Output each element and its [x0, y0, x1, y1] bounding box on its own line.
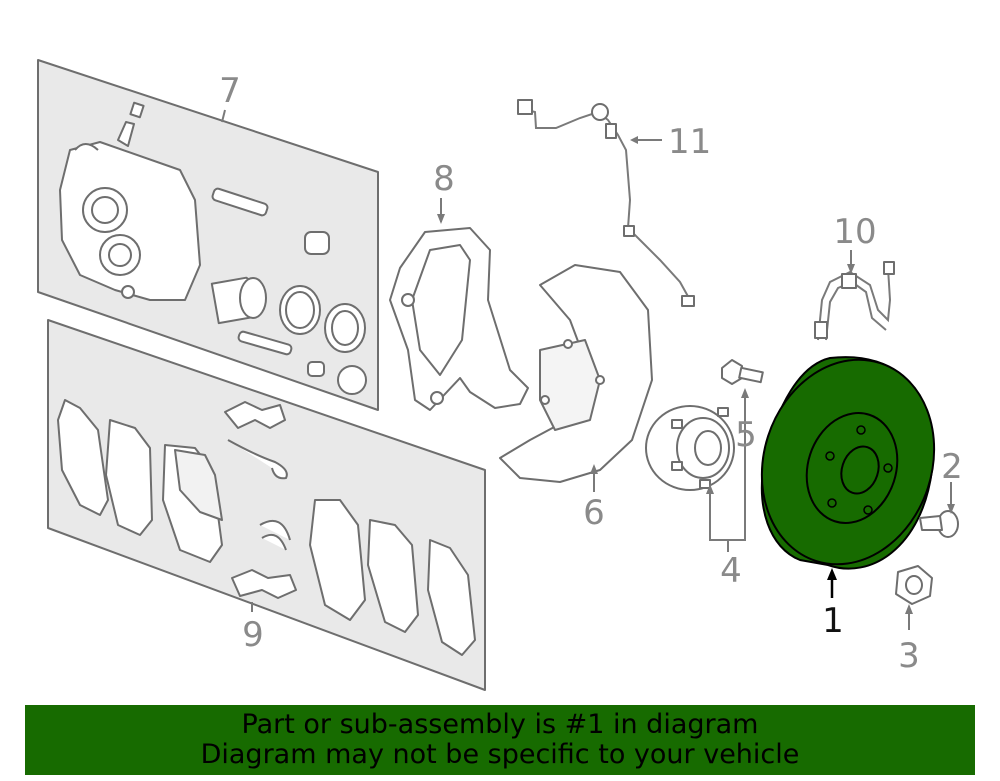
caliper-kit-panel [37, 59, 379, 411]
callout-11: 11 [668, 122, 711, 162]
banner-line-2: Diagram may not be specific to your vehi… [200, 739, 800, 770]
rotor-screw [919, 510, 959, 538]
callout-10: 10 [833, 212, 876, 252]
callout-2: 2 [941, 447, 963, 487]
info-banner: Part or sub-assembly is #1 in diagram Di… [25, 705, 975, 775]
banner-line-1: Part or sub-assembly is #1 in diagram [241, 709, 759, 740]
wheel-speed-sensor [517, 99, 695, 307]
hub-nut [895, 565, 933, 605]
callout-1: 1 [822, 601, 844, 641]
callout-6: 6 [583, 493, 605, 533]
callout-leader-7 [221, 109, 226, 123]
brake-hose [814, 261, 895, 341]
wheel-hub [645, 405, 735, 491]
callout-3: 3 [898, 636, 920, 676]
callout-8: 8 [433, 159, 455, 199]
callout-7: 7 [219, 71, 241, 111]
callout-5: 5 [735, 415, 757, 455]
callout-4: 4 [720, 551, 742, 591]
hub-bolt [721, 359, 764, 385]
caliper-bracket [389, 227, 529, 411]
pad-kit-panel [47, 319, 486, 691]
splash-shield [499, 264, 653, 483]
callout-9: 9 [242, 615, 264, 655]
brake-rotor-highlighted [760, 356, 936, 570]
